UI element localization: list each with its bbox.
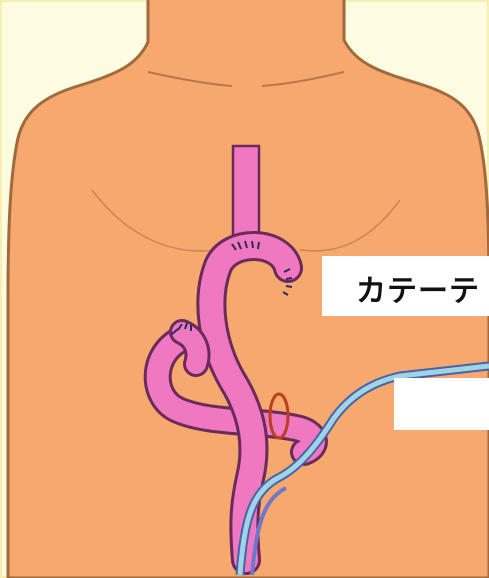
catheter-label: カテーテ	[356, 266, 480, 310]
catheter-callout: カテーテ	[322, 256, 489, 316]
blank-callout	[394, 378, 489, 430]
